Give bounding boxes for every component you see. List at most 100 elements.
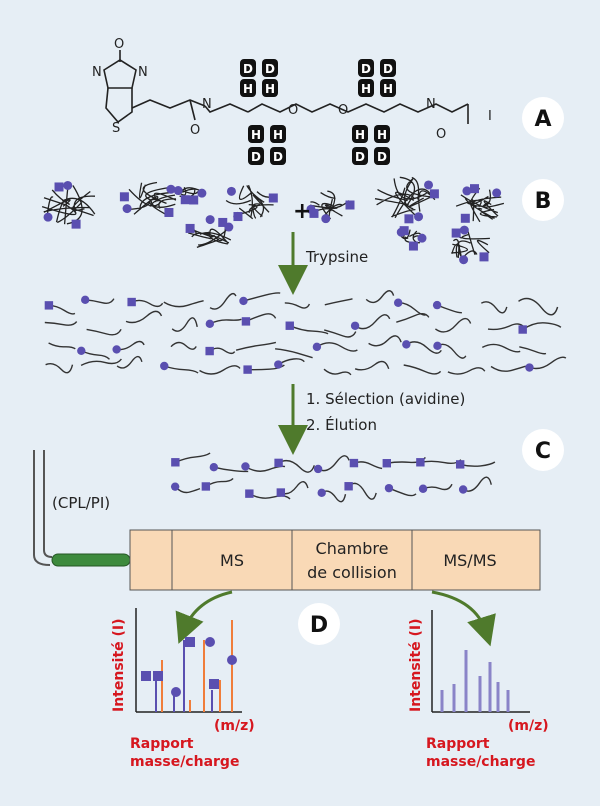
hydrogen-badge-label: H: [377, 128, 387, 142]
label-dot: [112, 345, 121, 354]
label-dot: [321, 214, 331, 224]
msms-spectrum-peaks: [440, 650, 510, 712]
label-dot: [414, 212, 424, 222]
label-square: [274, 458, 283, 468]
peptide-chain: [86, 328, 122, 336]
protein-coil: [374, 176, 436, 219]
peptide-chain: [518, 297, 559, 316]
peptide-chain: [174, 486, 201, 494]
label-dot: [80, 295, 90, 305]
peptide-chain: [422, 483, 453, 491]
msms-ratio-label-1: Rapport: [426, 736, 490, 752]
label-square: [408, 241, 418, 251]
isotope-badge: [352, 125, 368, 143]
label-square: [44, 301, 54, 310]
peptide-chain: [245, 313, 277, 323]
peptide-chain: [388, 487, 417, 497]
peptide-chain: [519, 346, 547, 355]
label-square: [276, 488, 286, 497]
label-dot: [433, 341, 442, 351]
peptide-chain: [354, 360, 390, 371]
peptide-chain: [235, 341, 277, 351]
isotope-badge: [248, 125, 264, 143]
deuterium-badge-label: D: [377, 150, 387, 164]
msms-spectrum: [431, 610, 530, 713]
elution-label: 2. Élution: [306, 415, 377, 434]
label-dot: [462, 186, 472, 196]
protein-coil: [41, 185, 96, 225]
label-dot: [173, 186, 183, 196]
peptide-chain: [396, 313, 430, 323]
label-square: [451, 228, 461, 238]
label-dot: [274, 360, 283, 369]
peak-label-square: [153, 671, 163, 681]
isotope-badge: [270, 125, 286, 143]
peptide-chain: [447, 367, 486, 375]
isotope-badge: [358, 59, 374, 77]
peptide-chain: [48, 304, 76, 315]
peptide-chain: [125, 310, 163, 324]
hydrogen-badge-label: H: [251, 128, 261, 142]
hydrogen-badge-label: H: [265, 82, 275, 96]
ms-stage-label: MS: [220, 551, 244, 570]
peptide-chain: [324, 298, 353, 306]
label-square: [460, 213, 470, 223]
label-square: [185, 223, 195, 233]
label-square: [218, 217, 228, 227]
peptide-chain: [85, 298, 115, 305]
label-dot: [43, 212, 53, 222]
label-square: [455, 460, 465, 469]
step-label-a: A: [534, 107, 551, 132]
peptide-chain: [116, 340, 145, 351]
isotope-badge: [374, 147, 390, 165]
peptide-chain: [205, 477, 234, 488]
peak-label-dot: [205, 637, 215, 647]
label-square: [119, 192, 129, 202]
label-dot: [166, 184, 176, 194]
peptide-chain: [278, 459, 315, 473]
peak-label-square: [185, 637, 195, 647]
ms-ratio-label-2: masse/charge: [130, 754, 239, 770]
atom-n-amide-left: N: [202, 97, 212, 112]
peptide-chain: [348, 482, 377, 500]
hydrogen-badge-label: H: [273, 128, 283, 142]
label-dot: [239, 296, 248, 306]
label-square: [479, 252, 489, 262]
mass-spectrometer: [129, 529, 541, 591]
label-dot: [317, 488, 326, 498]
trypsin-label: Trypsine: [305, 248, 368, 266]
label-dot: [63, 180, 73, 190]
peptide-chain: [131, 299, 164, 308]
peak-label-square: [209, 679, 219, 689]
peptide-chain: [462, 476, 492, 492]
protein-coil: [309, 190, 350, 220]
label-dot: [459, 255, 469, 265]
peptide-chain: [45, 362, 74, 374]
ms-mz-label: (m/z): [214, 718, 255, 734]
labeled-proteins: [41, 176, 505, 265]
label-square: [201, 482, 211, 491]
hydrogen-badge-label: H: [361, 82, 371, 96]
label-dot: [492, 188, 502, 198]
deuterium-badge-label: D: [265, 62, 275, 76]
label-square: [416, 458, 425, 467]
peptide-chain: [48, 342, 76, 350]
peptide-chain: [403, 364, 442, 375]
atom-o-ether-1: O: [288, 103, 298, 118]
peptide-chain: [116, 355, 143, 369]
label-square: [71, 219, 81, 229]
label-dot: [402, 340, 411, 349]
peptide-chain: [243, 292, 281, 302]
label-dot: [77, 346, 86, 356]
peptide-chain: [249, 493, 291, 500]
label-square: [345, 200, 355, 210]
label-square: [404, 214, 414, 224]
collision-chamber-label-1: Chambre: [316, 539, 389, 558]
peak-label-dot: [171, 687, 181, 697]
peptide-chain: [405, 341, 442, 354]
atom-n-ring-1: N: [92, 65, 102, 80]
msms-intensity-axis-label: Intensité (I): [408, 618, 424, 712]
peptide-chain: [481, 343, 521, 353]
label-square: [309, 208, 319, 218]
